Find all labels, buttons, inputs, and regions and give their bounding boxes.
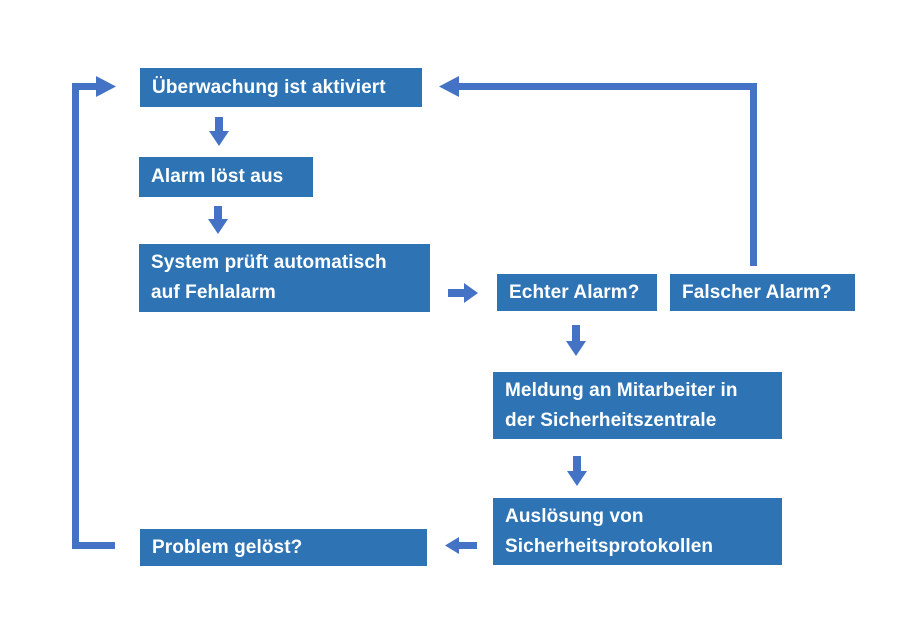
node-problem-solved-label: Problem gelöst? <box>152 536 303 558</box>
node-false-alarm: Falscher Alarm? <box>670 274 855 311</box>
node-real-alarm-label: Echter Alarm? <box>509 281 640 303</box>
node-system-check-label: System prüft automatisch auf Fehlalarm <box>151 252 387 303</box>
node-security-protocols-label: Auslösung von Sicherheitsprotokollen <box>505 505 714 557</box>
arrow-feedback-problem-to-monitoring <box>72 76 116 549</box>
node-monitoring-active-label: Überwachung ist aktiviert <box>152 76 386 98</box>
node-false-alarm-label: Falscher Alarm? <box>682 281 832 303</box>
node-monitoring-active: Überwachung ist aktiviert <box>140 68 422 107</box>
node-real-alarm: Echter Alarm? <box>497 274 657 311</box>
arrow-protocols-to-problem-solved <box>445 537 477 554</box>
arrow-feedback-false-alarm-to-monitoring <box>439 76 757 266</box>
arrow-system-check-to-real-alarm <box>448 283 478 303</box>
arrow-notify-staff-to-protocols <box>567 456 587 486</box>
node-notify-staff-label: Meldung an Mitarbeiter in der Sicherheit… <box>505 379 738 431</box>
node-notify-staff: Meldung an Mitarbeiter in der Sicherheit… <box>493 372 782 439</box>
arrow-monitoring-to-alarm <box>209 117 229 146</box>
arrow-real-alarm-to-notify-staff <box>566 325 586 356</box>
node-system-check: System prüft automatisch auf Fehlalarm <box>139 244 430 312</box>
node-alarm-triggers-label: Alarm löst aus <box>151 166 284 187</box>
arrow-alarm-to-system-check <box>208 206 228 234</box>
node-problem-solved: Problem gelöst? <box>140 529 427 566</box>
node-security-protocols: Auslösung von Sicherheitsprotokollen <box>493 498 782 565</box>
node-alarm-triggers: Alarm löst aus <box>139 157 313 197</box>
